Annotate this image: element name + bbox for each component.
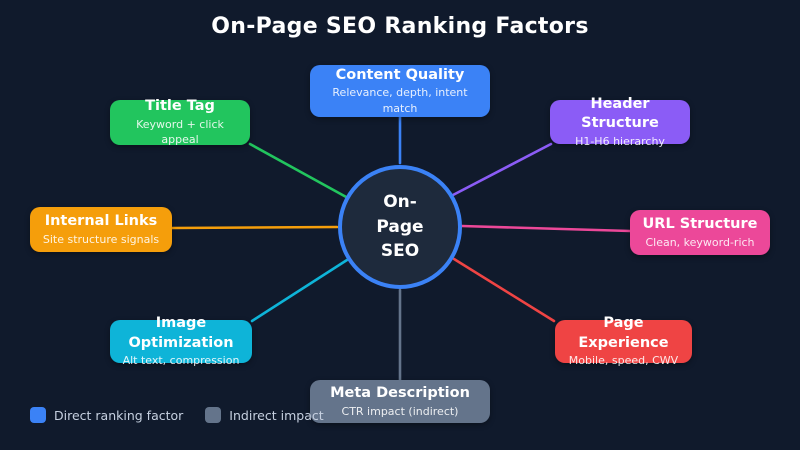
- connector-url-structure: [460, 224, 632, 233]
- factor-subtitle-content-quality: Relevance, depth, intent match: [332, 86, 468, 115]
- factor-subtitle-image-optimization: Alt text, compression: [122, 354, 240, 368]
- factor-title-meta-description: Meta Description: [330, 385, 470, 402]
- factor-subtitle-meta-description: CTR impact (indirect): [341, 404, 459, 418]
- connector-title-tag: [248, 142, 350, 200]
- factor-subtitle-url-structure: Clean, keyword-rich: [645, 235, 755, 249]
- factor-title-header-structure: Header Structure: [581, 95, 659, 132]
- connector-image-optimization: [250, 258, 349, 323]
- legend-label-indirect: Indirect impact: [229, 407, 324, 423]
- factor-title-title-tag: Title Tag: [145, 98, 215, 115]
- indirect-impact-swatch: [205, 407, 222, 423]
- factor-title-image-optimization: Image Optimization: [128, 315, 234, 351]
- legend-label-direct: Direct ranking factor: [54, 407, 184, 423]
- legend: Direct ranking factor Indirect impact: [30, 407, 324, 423]
- center-hub-node: On-Page SEO: [338, 165, 462, 289]
- factor-title-page-experience: Page Experience: [578, 315, 669, 351]
- connector-header-structure: [451, 142, 553, 197]
- legend-item-direct: Direct ranking factor: [30, 407, 183, 423]
- direct-factor-swatch: [30, 407, 46, 423]
- connector-page-experience: [452, 257, 556, 323]
- connector-internal-links: [170, 225, 339, 230]
- factor-subtitle-page-experience: Mobile, speed, CWV: [568, 354, 679, 368]
- factor-title-internal-links: Internal Links: [44, 213, 158, 230]
- factor-subtitle-header-structure: H1-H6 hierarchy: [575, 134, 665, 148]
- legend-item-indirect: Indirect impact: [205, 407, 324, 423]
- factor-title-url-structure: URL Structure: [642, 216, 758, 233]
- factor-title-content-quality: Content Quality: [335, 66, 465, 83]
- factor-subtitle-title-tag: Keyword + click appeal: [136, 117, 224, 147]
- factor-subtitle-internal-links: Site structure signals: [42, 232, 160, 246]
- center-hub-label: On-Page SEO: [376, 192, 424, 262]
- page-title: On-Page SEO Ranking Factors: [211, 14, 589, 39]
